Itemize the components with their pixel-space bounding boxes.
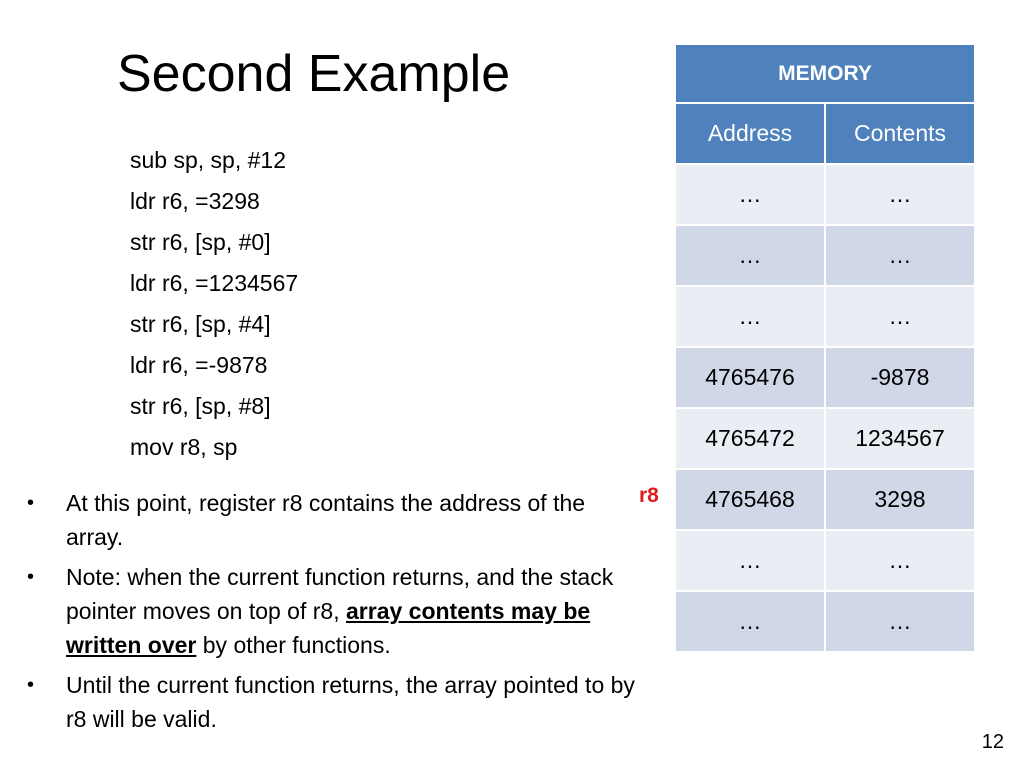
- address-cell: 4765476: [674, 346, 826, 409]
- address-cell: …: [674, 285, 826, 348]
- r8-pointer-label: r8: [639, 484, 659, 507]
- bullet-item: • At this point, register r8 contains th…: [25, 486, 640, 554]
- bullet-text: At this point, register r8 contains the …: [66, 490, 586, 550]
- code-listing: sub sp, sp, #12 ldr r6, =3298 str r6, [s…: [130, 140, 298, 468]
- address-cell: …: [674, 163, 826, 226]
- contents-cell: …: [824, 590, 976, 653]
- memory-row: 4765476 -9878: [674, 346, 976, 409]
- bullet-item: • Note: when the current function return…: [25, 560, 640, 662]
- bullet-marker: •: [27, 566, 35, 588]
- code-line: str r6, [sp, #8]: [130, 393, 271, 419]
- column-header-address: Address: [674, 102, 826, 165]
- contents-cell: …: [824, 285, 976, 348]
- bullet-text: Note: when the current function returns,…: [66, 564, 614, 624]
- address-cell: 4765472: [674, 407, 826, 470]
- bullet-text: by other functions.: [196, 632, 391, 658]
- address-cell: 4765468: [674, 468, 826, 531]
- emphasized-text: array contents may be written over: [66, 598, 591, 658]
- code-line: str r6, [sp, #0]: [130, 229, 271, 255]
- contents-cell: -9878: [824, 346, 976, 409]
- memory-row: 4765468 3298: [674, 468, 976, 531]
- bullet-marker: •: [27, 674, 35, 696]
- code-line: sub sp, sp, #12: [130, 147, 286, 173]
- contents-cell: 3298: [824, 468, 976, 531]
- code-line: mov r8, sp: [130, 434, 238, 460]
- contents-cell: …: [824, 163, 976, 226]
- bullet-item: • Until the current function returns, th…: [25, 668, 640, 736]
- code-line: ldr r6, =3298: [130, 188, 260, 214]
- column-header-contents: Contents: [824, 102, 976, 165]
- address-cell: …: [674, 224, 826, 287]
- bullet-text: Until the current function returns, the …: [66, 672, 635, 732]
- bullet-marker: •: [27, 492, 35, 514]
- contents-cell: …: [824, 529, 976, 592]
- address-cell: …: [674, 590, 826, 653]
- memory-row: … …: [674, 529, 976, 592]
- page-number: 12: [981, 731, 1004, 753]
- code-line: ldr r6, =-9878: [130, 352, 268, 378]
- bullet-list: • At this point, register r8 contains th…: [25, 486, 640, 742]
- memory-table: MEMORY Address Contents … … … … … … 4765…: [674, 43, 976, 653]
- memory-row: … …: [674, 590, 976, 653]
- code-line: ldr r6, =1234567: [130, 270, 299, 296]
- contents-cell: 1234567: [824, 407, 976, 470]
- slide-title: Second Example: [117, 45, 511, 103]
- memory-row: … …: [674, 285, 976, 348]
- memory-row: … …: [674, 163, 976, 226]
- code-line: str r6, [sp, #4]: [130, 311, 271, 337]
- memory-row: … …: [674, 224, 976, 287]
- memory-table-title: MEMORY: [674, 43, 976, 104]
- contents-cell: …: [824, 224, 976, 287]
- memory-row: 4765472 1234567: [674, 407, 976, 470]
- address-cell: …: [674, 529, 826, 592]
